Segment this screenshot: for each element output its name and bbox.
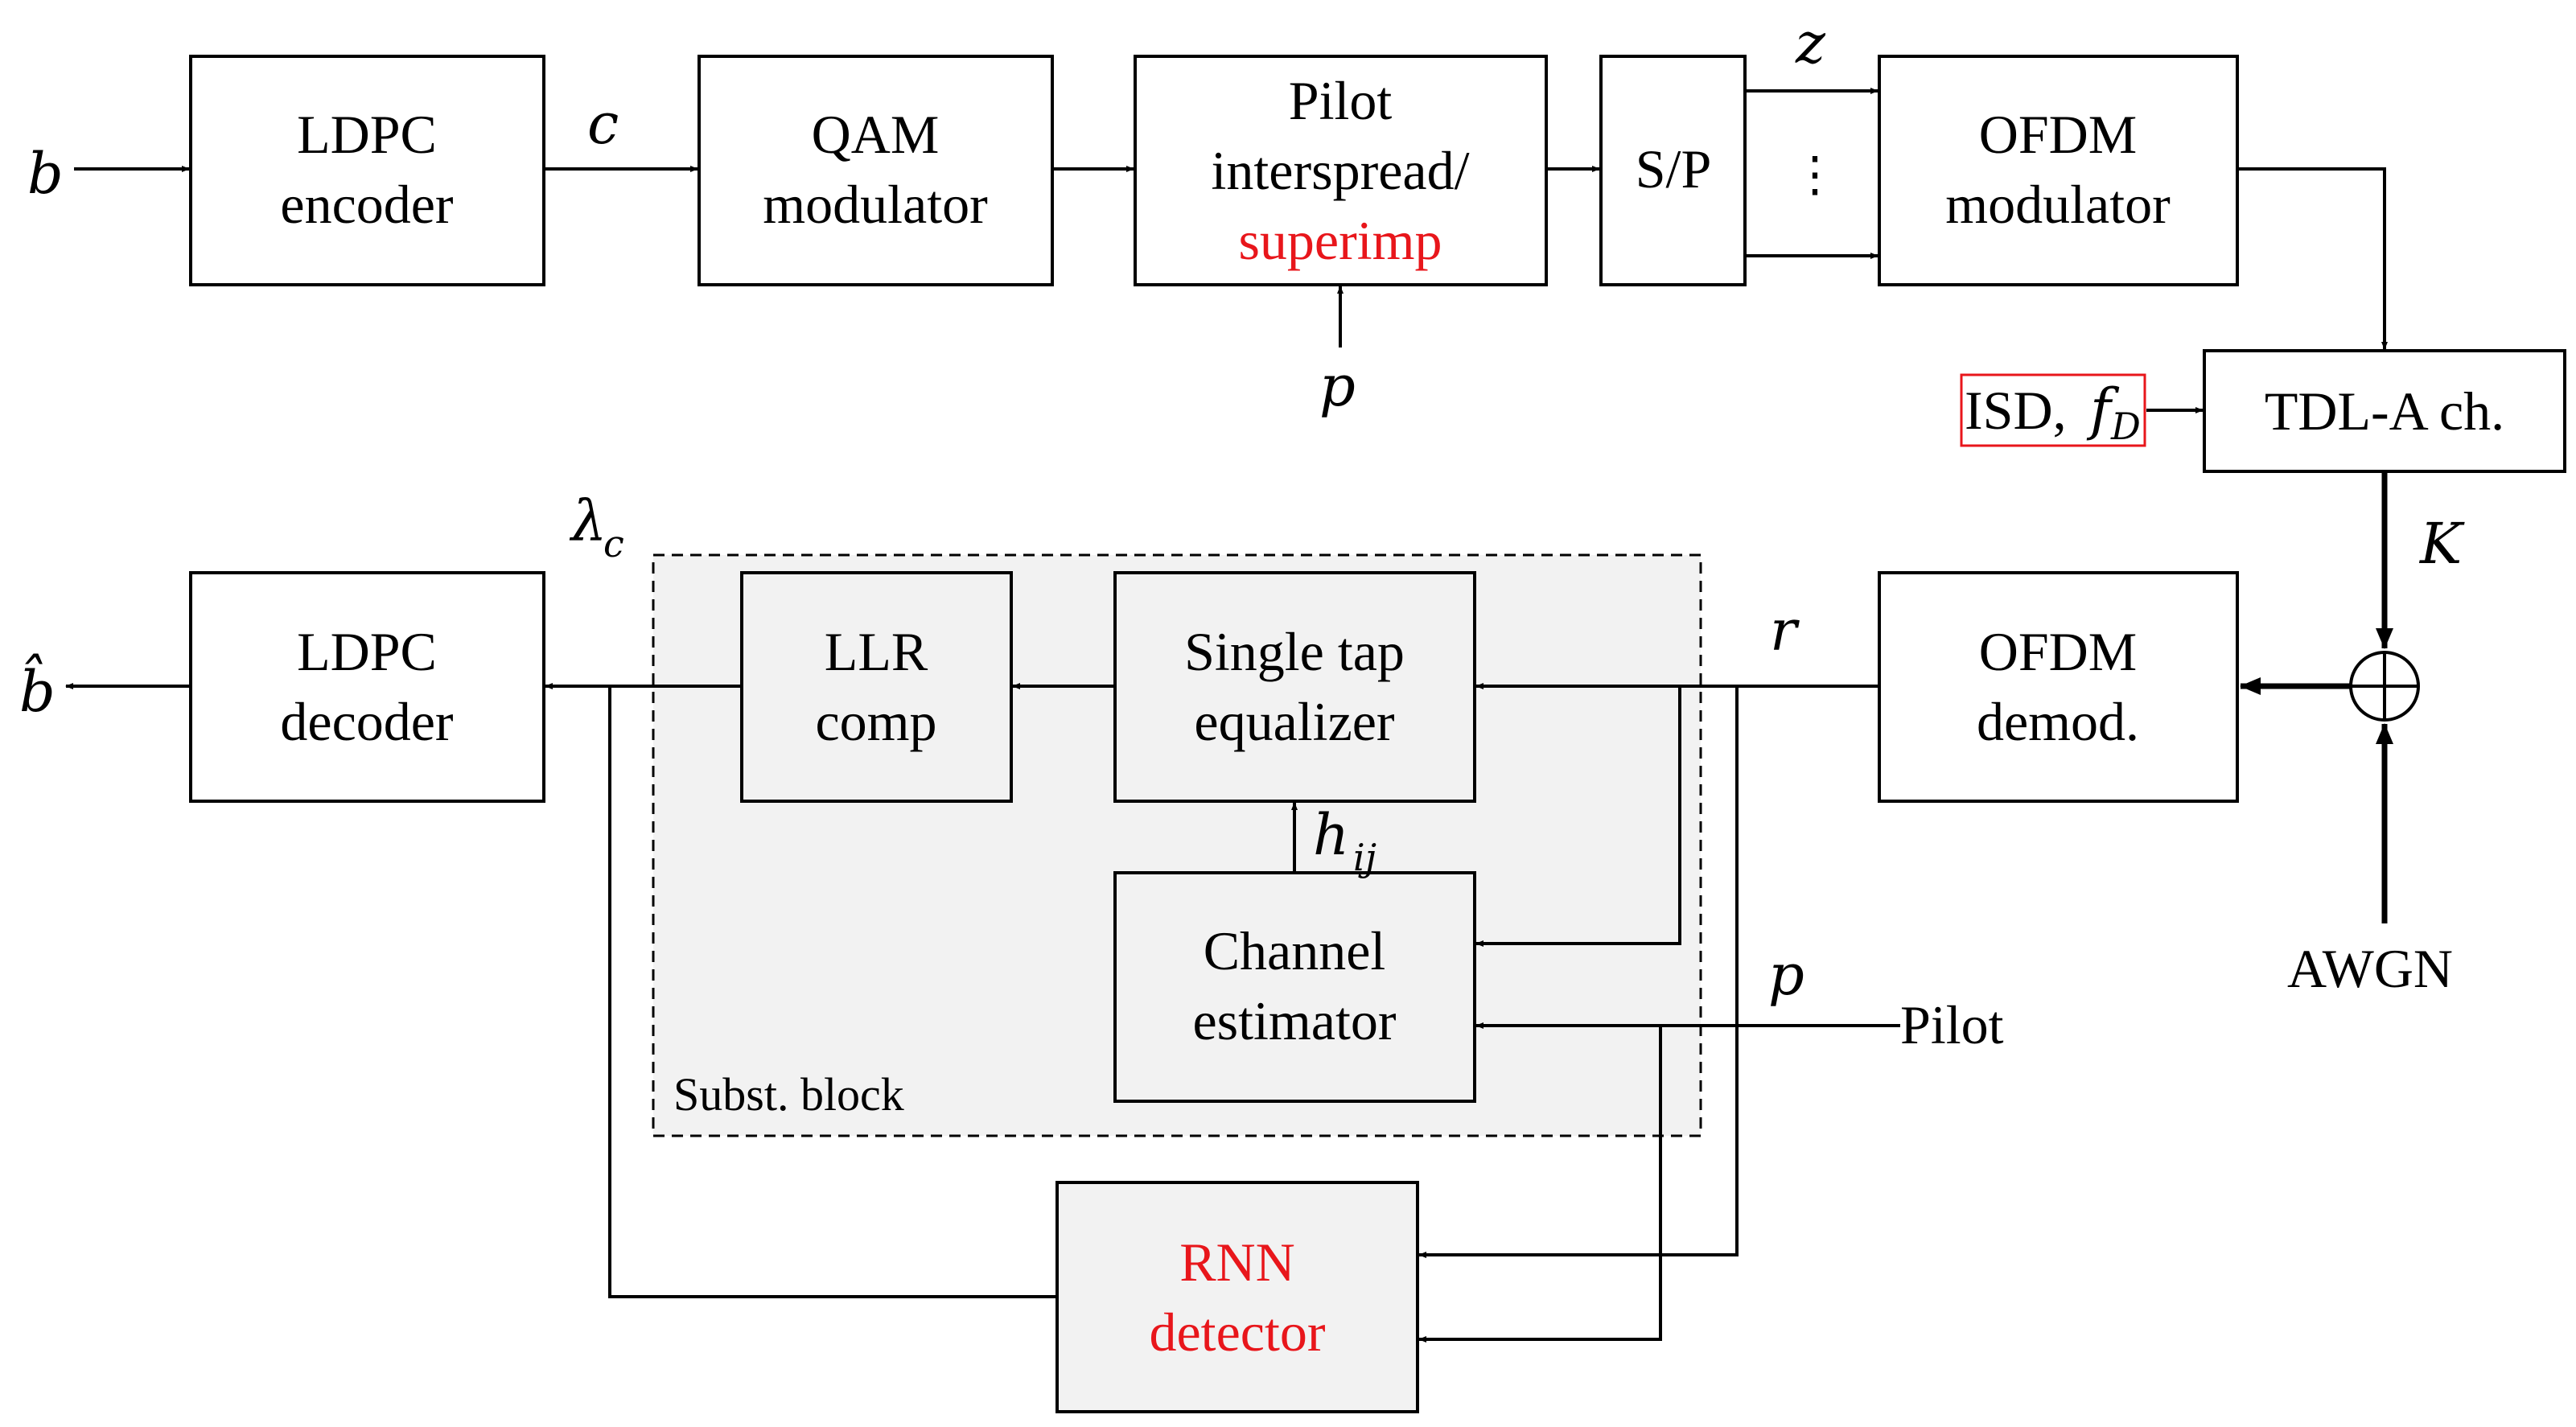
ldpc-encoder-line2: encoder [280, 174, 454, 235]
equalizer-line1: Single tap [1184, 621, 1405, 682]
subst-block-label: Subst. block [673, 1068, 904, 1121]
signal-p-top: p [1319, 353, 1356, 419]
isd-text: ISD, [1965, 380, 2067, 441]
channel-estimator-line1: Channel [1204, 920, 1386, 981]
wire-ofdm-to-channel [2239, 167, 2388, 350]
tdl-channel-block: TDL-A ch. [2203, 349, 2566, 473]
pilot-insertion-line3: superimp [1238, 210, 1442, 271]
ofdm-modulator-block: OFDM modulator [1878, 55, 2239, 286]
signal-p-bottom: p [1768, 942, 1804, 1008]
ofdm-demod-block: OFDM demod. [1878, 571, 2239, 803]
ofdm-demod-line2: demod. [1977, 691, 2139, 752]
llr-comp-line1: LLR [825, 621, 928, 682]
pilot-insertion-line1: Pilot [1289, 70, 1393, 131]
llr-comp-line2: comp [815, 691, 936, 752]
signal-k: K [2418, 511, 2465, 577]
qam-modulator-block: QAM modulator [697, 55, 1054, 286]
sp-converter-label: S/P [1636, 138, 1712, 199]
adder-circle [2349, 651, 2420, 722]
qam-modulator-line1: QAM [812, 104, 940, 165]
rnn-detector-line1: RNN [1179, 1232, 1295, 1293]
equalizer-block: Single tap equalizer [1113, 571, 1476, 803]
ldpc-encoder-block: LDPC encoder [189, 55, 545, 286]
ofdm-demod-line1: OFDM [1979, 621, 2138, 682]
equalizer-line2: equalizer [1194, 691, 1395, 752]
signal-z: z [1795, 10, 1826, 76]
signal-h-sub: ij [1353, 836, 1376, 879]
qam-modulator-line2: modulator [763, 174, 988, 235]
isd-fd-highlight-box [1960, 373, 2146, 447]
tdl-channel-label: TDL-A ch. [2265, 380, 2504, 442]
pilot-insertion-block: Pilot interspread/ superimp [1134, 55, 1548, 286]
pilot-source-label: Pilot [1900, 994, 2004, 1055]
llr-comp-block: LLR comp [740, 571, 1013, 803]
ldpc-decoder-line2: decoder [280, 691, 454, 752]
rnn-detector-block: RNN detector [1056, 1181, 1419, 1413]
parallel-dots: ⋮ [1791, 148, 1839, 201]
signal-c: c [587, 91, 619, 157]
signal-r: r [1770, 598, 1800, 664]
ldpc-encoder-line1: LDPC [297, 104, 437, 165]
signal-h: h [1313, 802, 1349, 868]
wire-r-to-estimator [1475, 686, 1681, 947]
fd-sub: D [2110, 405, 2141, 448]
isd-fd-parameter: ISD, f D [1960, 373, 2146, 448]
ofdm-modulator-line2: modulator [1945, 174, 2171, 235]
wire-rnn-to-decoder [608, 686, 1056, 1298]
signal-b-hat: b̂ [19, 654, 56, 725]
channel-estimator-block: Channel estimator [1113, 871, 1476, 1103]
sp-converter-block: S/P [1599, 55, 1747, 286]
ldpc-decoder-block: LDPC decoder [189, 571, 545, 803]
channel-estimator-line2: estimator [1192, 990, 1396, 1051]
awgn-label: AWGN [2287, 938, 2453, 999]
ldpc-decoder-line1: LDPC [297, 621, 437, 682]
signal-b: b [27, 141, 64, 207]
pilot-insertion-line2: interspread/ [1212, 140, 1470, 201]
signal-lambda: λ [569, 488, 607, 554]
ofdm-modulator-line1: OFDM [1979, 104, 2138, 165]
rnn-detector-line2: detector [1150, 1302, 1326, 1363]
wire-r-to-rnn [1418, 686, 1739, 1258]
wire-pilot-to-rnn [1418, 1024, 1666, 1343]
signal-lambda-sub: c [603, 522, 624, 565]
